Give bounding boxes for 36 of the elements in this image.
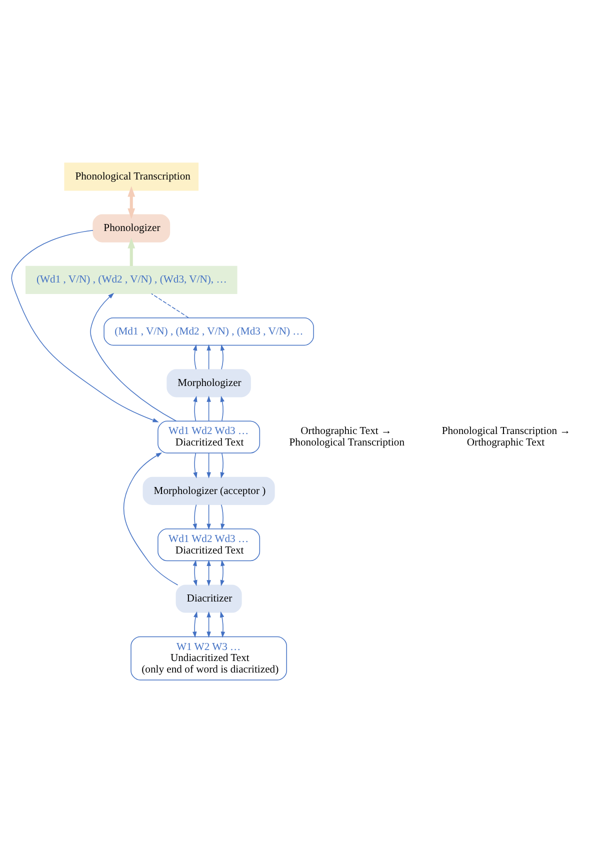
arrow xyxy=(206,610,211,638)
node-box: (Md1 , V/N) , (Md2 , V/N) , (Md3 , V/N) … xyxy=(104,317,314,346)
arrow xyxy=(220,610,226,638)
node-box: W1 W2 W3 … Undiacritized Text (only end of word is diacritized) xyxy=(130,636,287,680)
node-box: Wd1 Wd2 Wd3 … Diacritized Text xyxy=(158,420,260,453)
arrow xyxy=(193,452,198,478)
node-box: (Wd1 , V/N) , (Wd2 , V/N) , (Wd3, V/N), … xyxy=(26,265,238,294)
arrow xyxy=(192,504,197,530)
arrow xyxy=(220,559,225,586)
arrow xyxy=(220,452,224,478)
arrow xyxy=(192,559,198,586)
node-box: Phonological Transcription xyxy=(64,162,199,190)
arrow xyxy=(206,452,211,478)
node-box: Morphologizer (acceptor ) xyxy=(142,476,275,504)
node-box: Phonologizer xyxy=(92,214,170,242)
arrow xyxy=(128,237,136,266)
arrow xyxy=(192,344,198,370)
arrow xyxy=(206,504,211,530)
arrow xyxy=(220,344,225,370)
arrow xyxy=(206,344,211,370)
arrow xyxy=(90,292,177,421)
arrow xyxy=(193,395,198,421)
label: Orthographic Text → Phonological Transcription xyxy=(289,426,404,448)
connector xyxy=(151,292,190,318)
arrow xyxy=(220,395,224,421)
arrow xyxy=(192,610,198,638)
arrow xyxy=(220,504,225,530)
node-box: Wd1 Wd2 Wd3 … Diacritized Text xyxy=(158,528,260,561)
arrow xyxy=(123,452,178,585)
label: Phonological Transcription → Orthographic Text xyxy=(442,426,570,448)
node-box: Morphologizer xyxy=(166,368,251,397)
arrow xyxy=(206,395,211,421)
arrow xyxy=(11,229,159,422)
node-box: Diacritizer xyxy=(176,584,242,612)
arrow xyxy=(128,186,136,218)
arrow xyxy=(206,559,211,586)
